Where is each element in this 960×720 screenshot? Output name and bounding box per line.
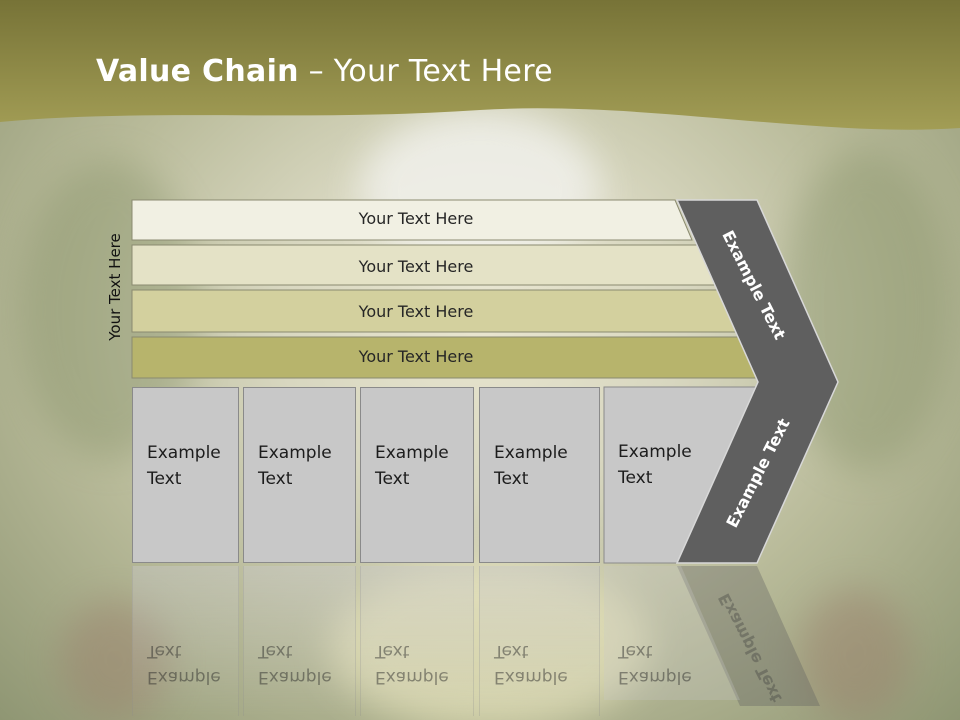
box-label-5: Example Text [618, 442, 692, 488]
chevron-reflection [677, 566, 820, 706]
background-shape [800, 590, 910, 720]
box-5: Example Text [604, 387, 704, 563]
box-label-1: Example Text [147, 443, 221, 489]
box-reflection-4: Example Text [479, 566, 600, 716]
box-reflection-5: Example Text [604, 566, 704, 716]
chevron-shape [675, 199, 839, 564]
box-3: Example Text [360, 387, 474, 563]
bar-label-4: Your Text Here [358, 347, 474, 366]
reflection-label-5: Example Text [618, 641, 692, 687]
bar-label-3: Your Text Here [358, 302, 474, 321]
box-5-reflection [604, 566, 740, 700]
title-bold: Value Chain [96, 54, 299, 89]
background-shape [60, 600, 170, 720]
box-2: Example Text [243, 387, 356, 563]
box-label-2: Example Text [258, 443, 332, 489]
box-4: Example Text [479, 387, 600, 563]
box-label-4: Example Text [494, 443, 568, 489]
bar-1 [131, 199, 693, 241]
bar-label-1: Your Text Here [358, 209, 474, 228]
background-shape [330, 560, 650, 720]
reflection-label-4: Example Text [494, 641, 568, 687]
box-reflection-3: Example Text [360, 566, 474, 716]
reflection-label-1: Example Text [147, 641, 221, 687]
slide-title: Value Chain – Your Text Here [96, 54, 553, 89]
reflection-label-2: Example Text [258, 641, 332, 687]
box-reflection-1: Example Text [132, 566, 239, 716]
bar-label-2: Your Text Here [358, 257, 474, 276]
box-1: Example Text [132, 387, 239, 563]
header-band [0, 0, 960, 130]
background-photo [360, 110, 600, 270]
title-rest: – Your Text Here [298, 54, 553, 89]
box-reflection-2: Example Text [243, 566, 356, 716]
box-label-3: Example Text [375, 443, 449, 489]
reflection-label-3: Example Text [375, 641, 449, 687]
